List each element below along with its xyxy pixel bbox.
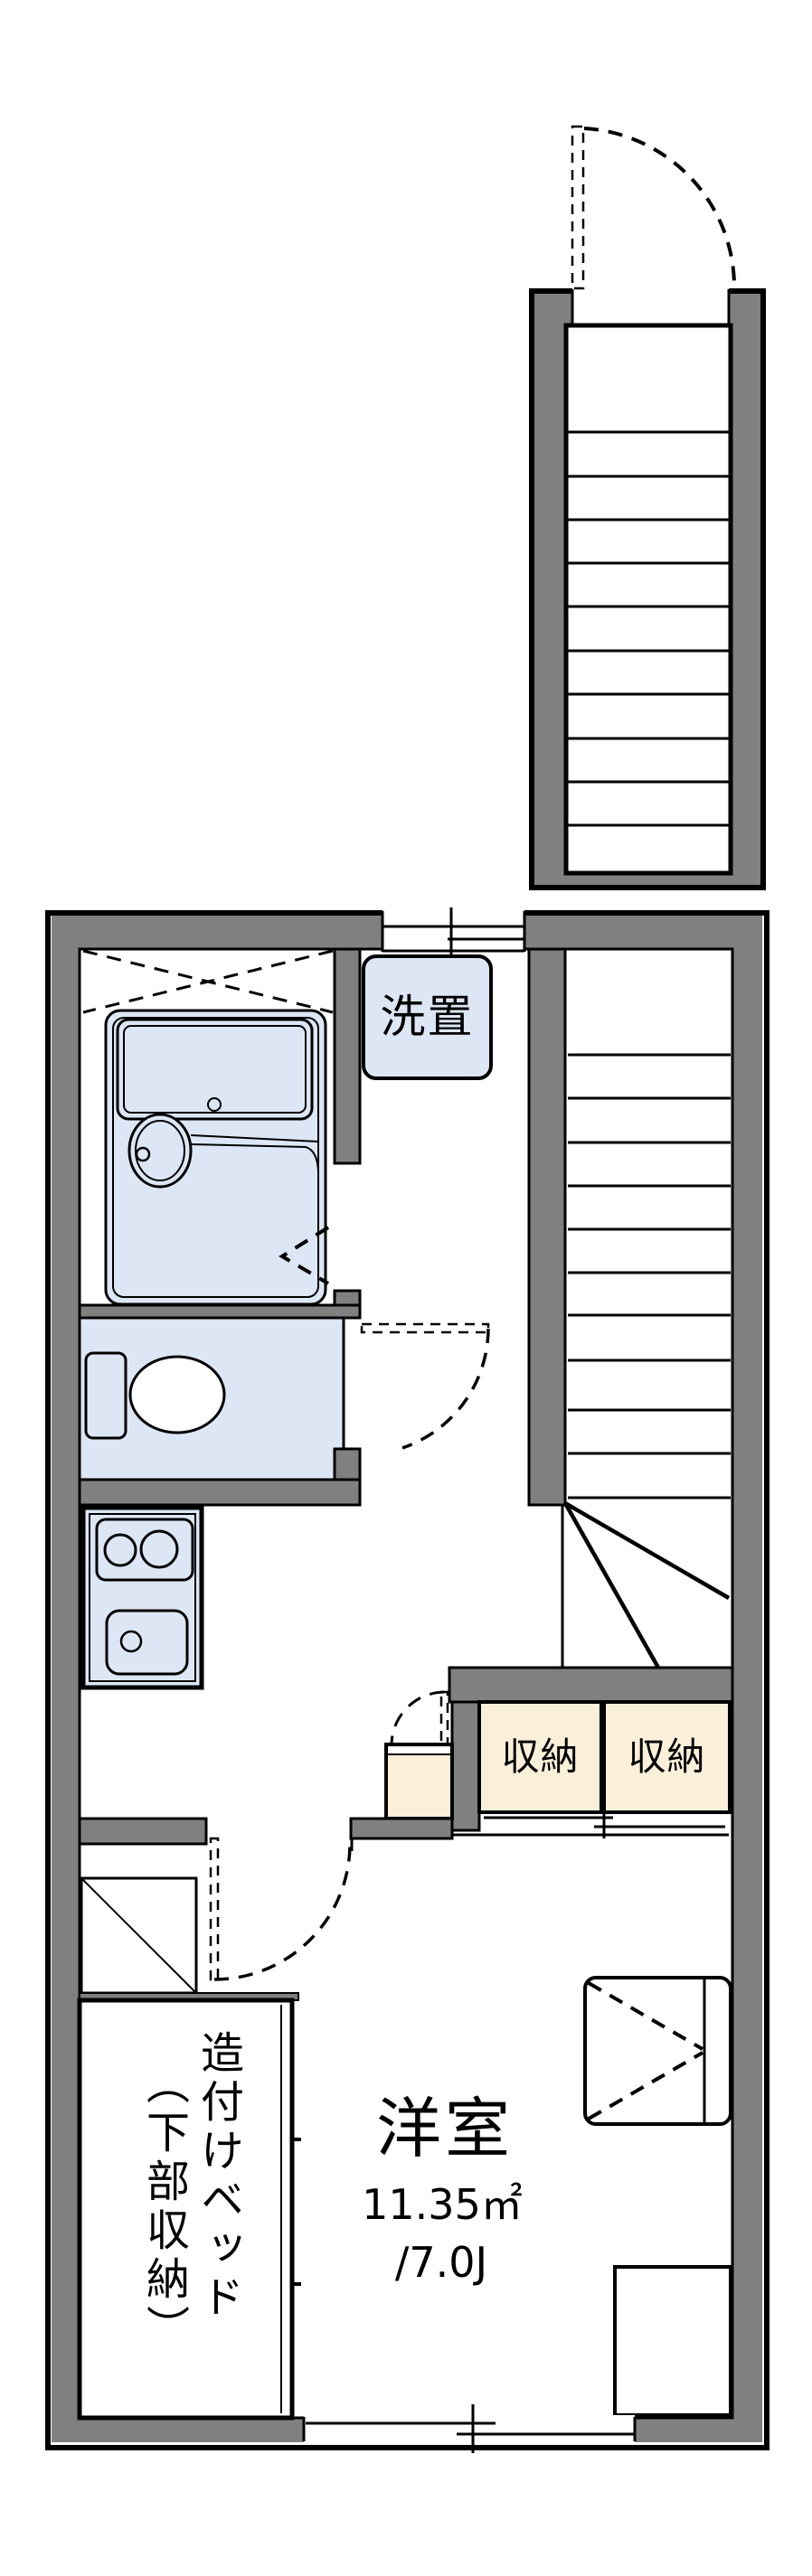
entry-cabinet [384, 1690, 454, 1820]
bath-toilet-wall [78, 1303, 362, 1320]
closet-left-label: 収納 [501, 1734, 580, 1779]
bedroom-door-leaf [209, 1837, 220, 1981]
bedroom-door-swing [209, 1837, 352, 1981]
closet-right-box [602, 1700, 732, 1814]
bed-label-main: 造付けベッド [193, 2030, 243, 2323]
entrance-door-arc [583, 127, 737, 292]
stair-treads-upper [567, 430, 730, 827]
corner-niche [613, 2265, 732, 2417]
room-area-m2: 11.35㎡ [362, 2179, 523, 2229]
wall-right [732, 916, 762, 2442]
entrance-door-swing [571, 125, 737, 292]
cabinet-box [384, 1743, 454, 1820]
bottom-window [302, 2404, 637, 2453]
external-staircase [529, 125, 766, 890]
bedroom-partition [78, 1817, 454, 1981]
bedroom-door-arc [213, 1843, 352, 1981]
understair-wall [450, 1700, 481, 1832]
toilet-kitchen-wall [78, 1478, 362, 1507]
washer-space-box [362, 954, 493, 1080]
top-window [381, 907, 526, 960]
built-in-bed [77, 1998, 295, 2421]
toilet-room [78, 1316, 490, 1507]
bed-label-sub: （下部収納） [138, 2061, 189, 2354]
entrance-door-leaf [571, 125, 585, 290]
bathroom-overhead-dashed-x [82, 949, 334, 1014]
bath-door-chevron [279, 1226, 330, 1285]
burner-left [103, 1533, 137, 1567]
stair-entry-opening [572, 286, 729, 327]
toilet-door-leaf [360, 1322, 490, 1334]
closet-left-box [477, 1700, 603, 1814]
understair-door-arc [390, 1690, 445, 1745]
washbasin [127, 1113, 193, 1189]
toilet-door-arc [401, 1328, 490, 1450]
bathroom-right-wall [333, 947, 362, 1165]
wall-side-unit [583, 1976, 732, 2126]
burner-right [139, 1529, 179, 1569]
sink-drain [119, 1630, 143, 1653]
room-name-label: 洋室 [375, 2091, 514, 2167]
toilet-door-swing [360, 1322, 490, 1450]
room-area-jo: /7.0J [394, 2237, 488, 2287]
understair-door-swing [390, 1690, 449, 1746]
stair-bottom-wall [448, 1666, 734, 1704]
kitchen [80, 1505, 204, 1690]
washer-space-label: 洗置 [380, 991, 475, 1044]
understair-door-leaf [439, 1690, 449, 1746]
stair-well [563, 323, 733, 876]
wall-left [52, 916, 80, 2442]
stair-side-wall [527, 947, 567, 1507]
bedroom [77, 1876, 732, 2421]
toilet-tank [84, 1351, 127, 1440]
closet-right-label: 収納 [628, 1734, 706, 1779]
tub-drain [207, 1097, 222, 1112]
closet-sliding-doors [452, 1809, 729, 1838]
stair-treads-lower [568, 1053, 731, 1500]
closets [452, 1700, 732, 1838]
bathtub [116, 1018, 314, 1121]
toilet-bowl [128, 1355, 226, 1434]
winder-steps [561, 1501, 731, 1669]
kitchen-sink [105, 1609, 189, 1676]
faucet [135, 1146, 151, 1162]
